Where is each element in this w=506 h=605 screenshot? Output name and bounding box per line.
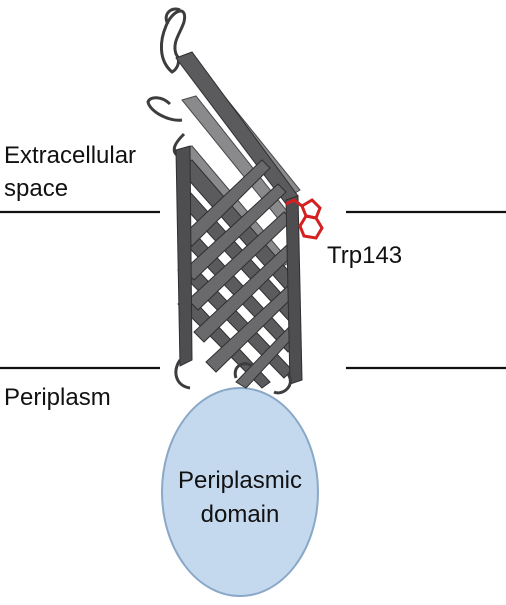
periplasmic-domain-label: Periplasmic domain: [162, 464, 318, 532]
extracellular-label-line2: space: [4, 175, 69, 202]
top-loop-2: [164, 7, 181, 25]
bottom-loop-1: [174, 359, 191, 390]
left-edge-strand: [175, 145, 193, 367]
trp-link: [285, 198, 303, 208]
trp-ring-5: [300, 198, 322, 220]
trp143-label: Trp143: [327, 242, 403, 269]
beta-barrel: [146, 7, 303, 395]
trp-ring-6: [298, 214, 324, 240]
left-loop: [146, 96, 183, 122]
right-edge-strand: [285, 195, 303, 385]
domain-label-line2: domain: [200, 501, 280, 528]
periplasmic-domain-ellipse: [161, 387, 319, 597]
domain-label-line1: Periplasmic: [177, 467, 303, 494]
trp143-residue: [285, 198, 324, 240]
extracellular-label-line1: Extracellular: [4, 142, 137, 169]
bottom-loop-2: [233, 362, 253, 379]
bottom-loop-3: [273, 373, 292, 395]
periplasm-label: Periplasm: [4, 384, 111, 411]
